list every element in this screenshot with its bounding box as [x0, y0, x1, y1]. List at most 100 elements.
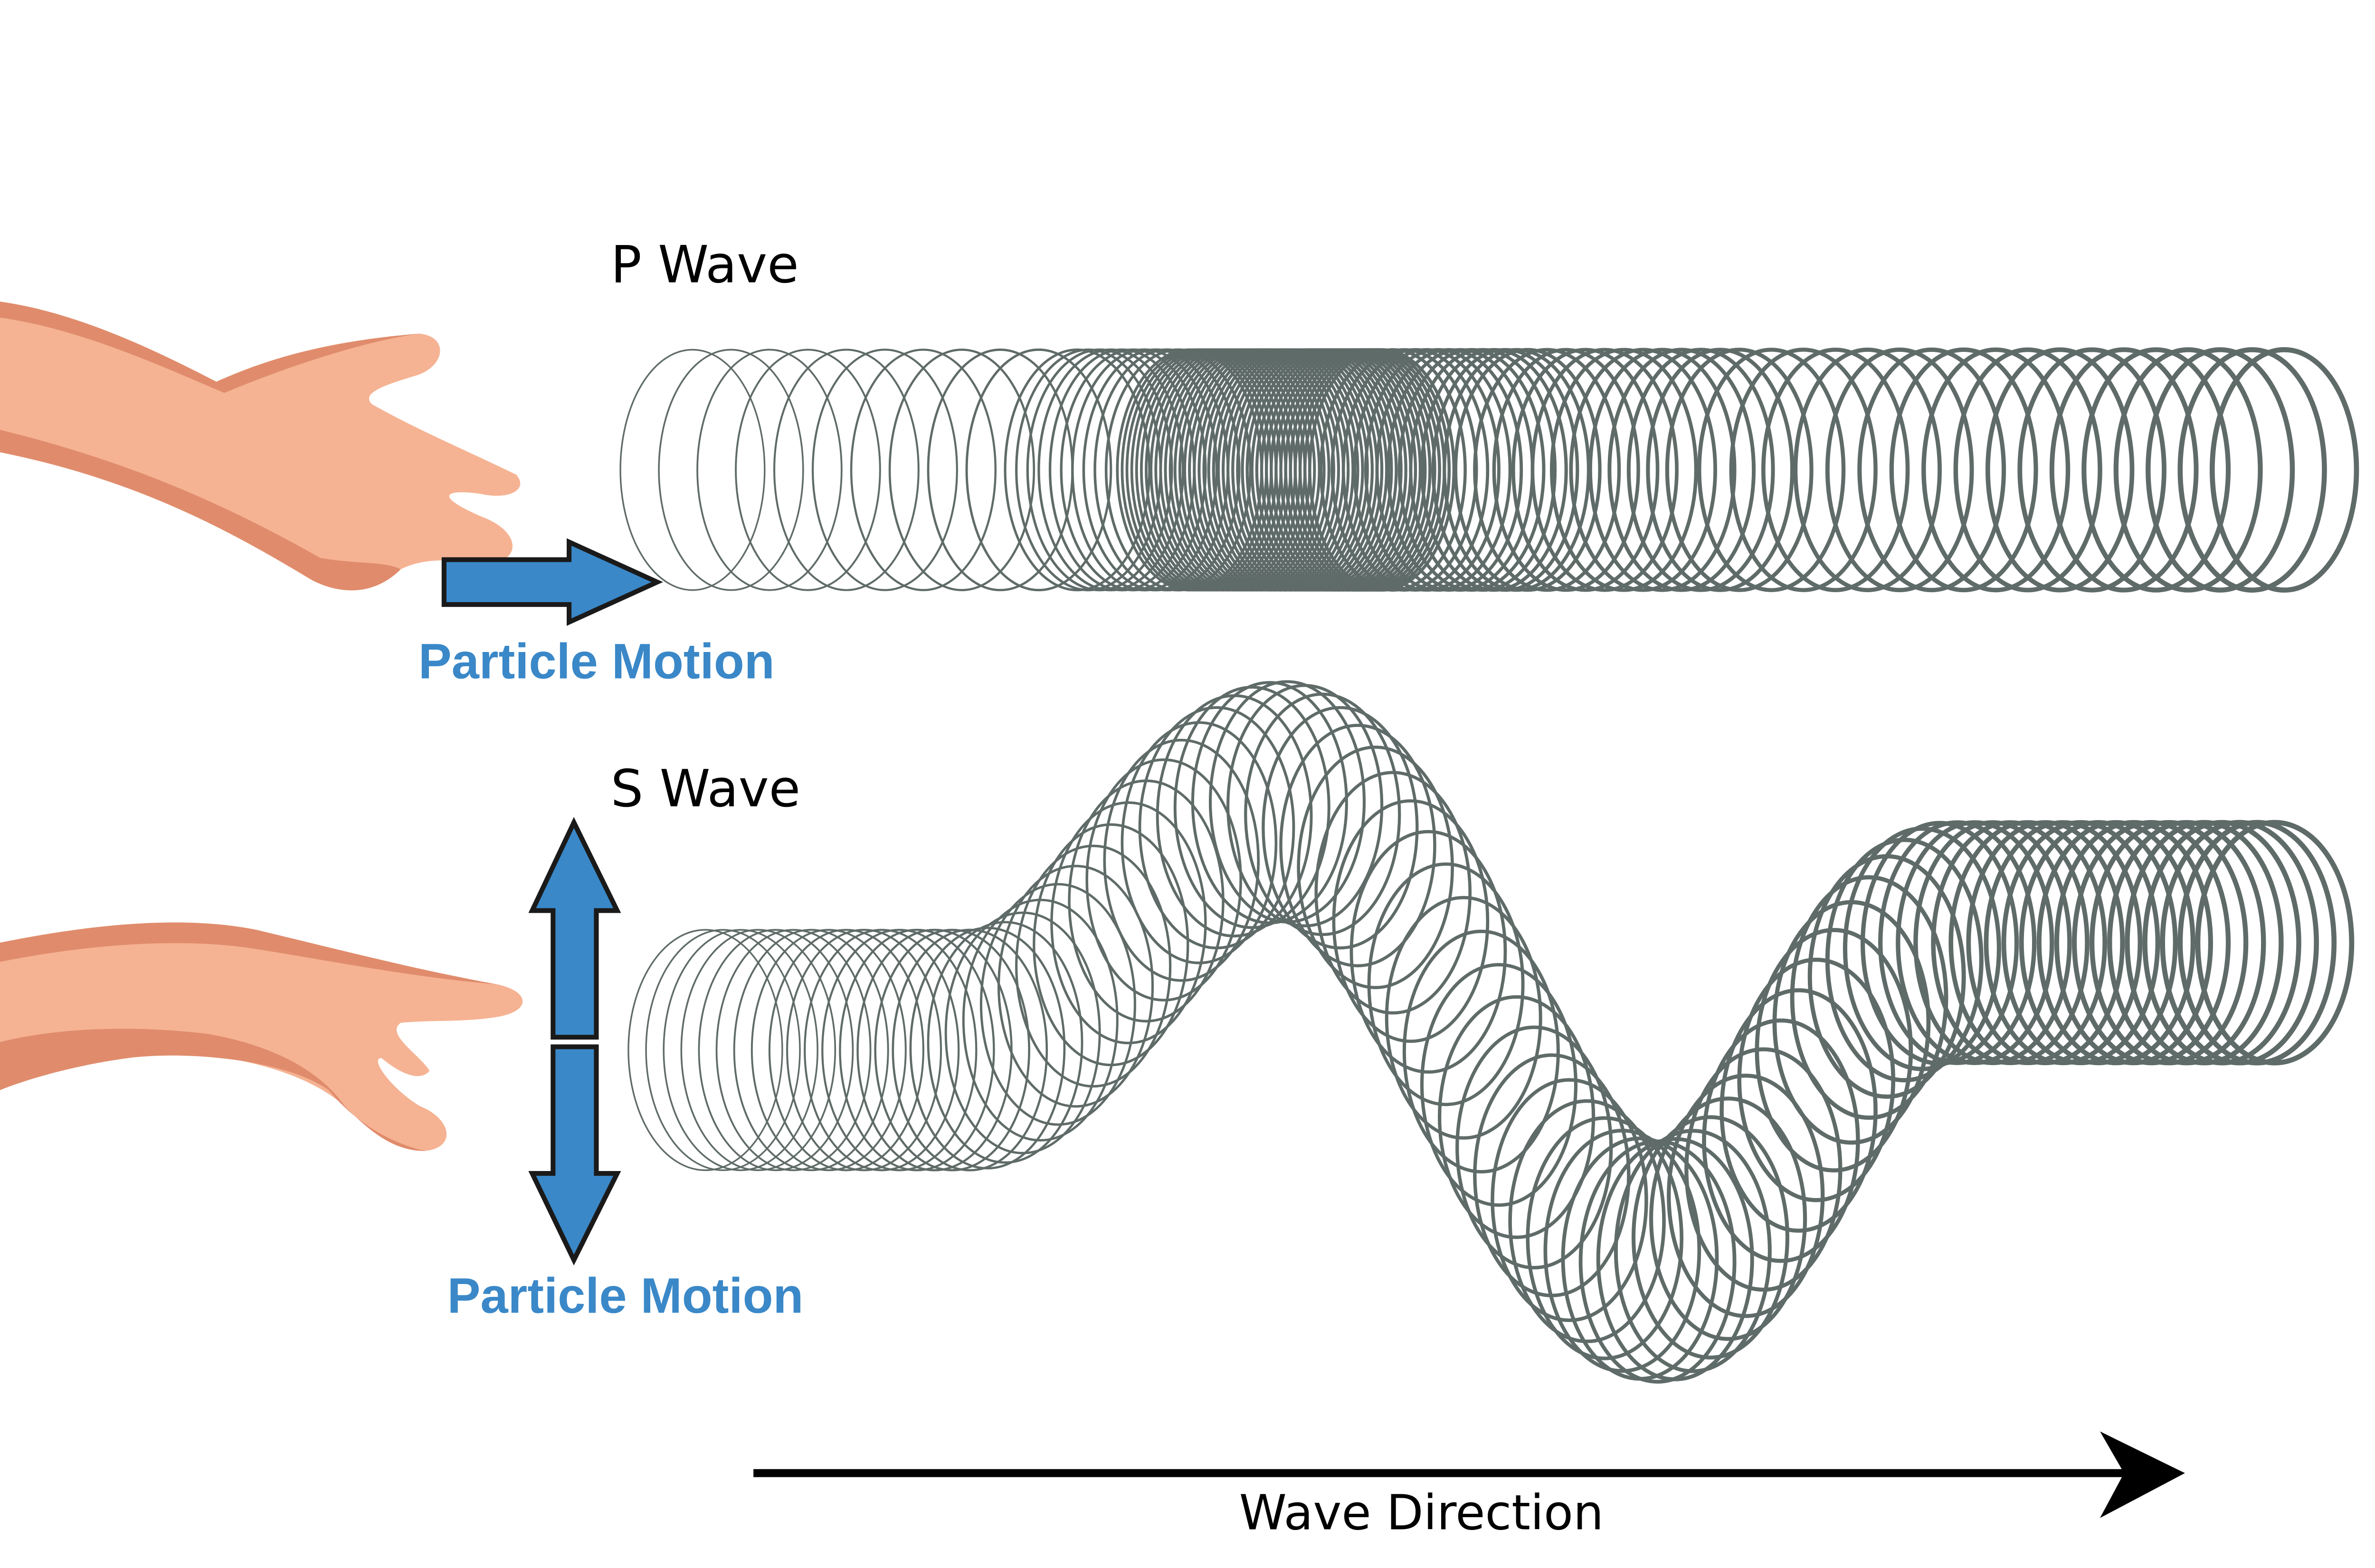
spring-ring — [1913, 820, 2072, 1065]
spring-ring — [1588, 348, 1737, 592]
spring-ring — [1402, 929, 1560, 1174]
spring-ring — [1667, 1074, 1825, 1318]
spring-ring — [2001, 820, 2160, 1066]
spring-ring — [768, 929, 924, 1171]
spring-ring — [1549, 348, 1698, 592]
spring-ring — [2160, 820, 2319, 1066]
spring-ring — [1385, 896, 1542, 1140]
p-particle-motion-arrow — [441, 538, 663, 626]
spring-ring — [1790, 875, 1948, 1120]
spring-ring — [1889, 347, 2038, 593]
spring-ring — [1631, 1115, 1790, 1360]
spring-ring — [786, 929, 942, 1171]
spring-ring — [2071, 820, 2231, 1066]
spring-ring — [2142, 820, 2301, 1066]
spring-ring — [850, 349, 997, 591]
spring-ring — [1191, 681, 1348, 925]
spring-ring — [1026, 348, 1173, 592]
spring-ring — [1033, 823, 1189, 1067]
spring-ring — [2107, 820, 2266, 1066]
spring-ring — [1071, 348, 1218, 592]
spring-ring — [1966, 820, 2125, 1066]
spring-ring — [750, 929, 907, 1171]
spring-ring — [1349, 830, 1507, 1074]
spring-ring — [1103, 738, 1260, 982]
spring-ring — [1878, 820, 2037, 1065]
spring-ring — [1729, 348, 1878, 592]
spring-ring — [2177, 820, 2337, 1066]
spring-ring — [1720, 988, 1878, 1233]
spring-ring — [1508, 1099, 1666, 1343]
spring-ring — [1931, 820, 2090, 1065]
spring-ring — [839, 928, 995, 1171]
spring-ring — [979, 883, 1136, 1126]
spring-ring — [2019, 820, 2178, 1066]
spring-ring — [1543, 1129, 1701, 1373]
wave-direction-arrow — [753, 1431, 2185, 1518]
spring-ring — [1825, 838, 1984, 1083]
spring-ring — [821, 928, 978, 1171]
spring-ring — [874, 928, 1030, 1171]
spring-ring — [1104, 348, 1252, 592]
spring-ring — [2113, 347, 2263, 593]
spring-ring — [1037, 348, 1185, 592]
spring-ring — [1367, 862, 1525, 1106]
spring-ring — [1569, 348, 1717, 592]
spring-ring — [658, 349, 804, 591]
spring-ring — [1530, 348, 1679, 592]
spring-ring — [2146, 347, 2295, 593]
spring-ring — [1473, 348, 1621, 592]
spring-ring — [2195, 820, 2355, 1066]
spring-ring — [892, 928, 1048, 1171]
spring-ring — [1646, 348, 1795, 592]
wave-direction-label: Wave Direction — [1239, 1484, 1604, 1540]
spring-ring — [888, 349, 1036, 591]
spring-ring — [2209, 347, 2359, 593]
spring-ring — [1860, 821, 2019, 1066]
spring-ring — [1755, 928, 1913, 1173]
spring-ring — [1761, 348, 1910, 592]
spring-ring — [1173, 686, 1330, 929]
spring-ring — [1793, 348, 1942, 593]
p-particle-motion-label: Particle Motion — [418, 633, 775, 689]
spring-ring — [811, 349, 958, 591]
spring-ring — [1297, 746, 1454, 989]
spring-ring — [2125, 820, 2284, 1066]
p-wave-spring — [619, 347, 2359, 593]
spring-ring — [680, 929, 836, 1171]
spring-ring — [1843, 826, 2001, 1071]
spring-ring — [1948, 820, 2107, 1066]
spring-ring — [1607, 348, 1756, 592]
spring-ring — [1825, 347, 1974, 593]
spring-ring — [2090, 820, 2249, 1066]
spring-ring — [2054, 820, 2213, 1066]
spring-ring — [1614, 1129, 1772, 1373]
spring-ring — [1332, 799, 1490, 1043]
spring-ring — [1420, 963, 1578, 1207]
spring-ring — [1697, 348, 1846, 592]
spring-ring — [2017, 347, 2166, 593]
spring-ring — [698, 929, 854, 1171]
spring-ring — [1526, 1116, 1684, 1360]
s-particle-motion-down-arrow — [528, 1044, 621, 1266]
spring-ring — [627, 929, 783, 1171]
spring-ring — [1226, 684, 1384, 927]
spring-ring — [1491, 1078, 1648, 1322]
s-wave-hand — [0, 922, 523, 1151]
spring-ring — [733, 929, 889, 1171]
spring-ring — [1896, 820, 2054, 1065]
spring-ring — [1626, 348, 1775, 592]
spring-ring — [1437, 995, 1596, 1239]
spring-ring — [1279, 724, 1436, 967]
spring-ring — [1262, 706, 1419, 950]
spring-ring — [2049, 347, 2199, 593]
spring-ring — [2081, 347, 2231, 593]
spring-ring — [1015, 844, 1172, 1088]
spring-ring — [645, 929, 801, 1171]
spring-ring — [1093, 348, 1241, 592]
spring-ring — [1596, 1137, 1754, 1381]
s-particle-motion-label: Particle Motion — [447, 1268, 804, 1324]
spring-ring — [1060, 348, 1207, 592]
spring-ring — [1511, 348, 1660, 592]
